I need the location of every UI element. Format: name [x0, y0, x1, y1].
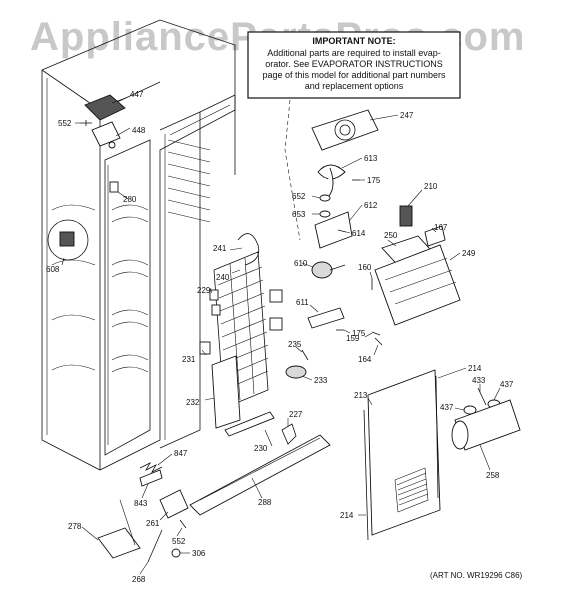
callout-230[interactable]: 230 — [254, 444, 268, 453]
callout-652[interactable]: 652 — [292, 192, 306, 201]
part-448-hinge[interactable] — [91, 121, 121, 149]
callout-214[interactable]: 214 — [340, 511, 354, 520]
part-652-grommet[interactable] — [319, 194, 331, 202]
callout-214[interactable]: 214 — [468, 364, 482, 373]
callout-437[interactable]: 437 — [440, 403, 454, 412]
callout-288[interactable]: 288 — [258, 498, 272, 507]
callout-258[interactable]: 258 — [486, 471, 500, 480]
callout-552[interactable]: 552 — [172, 537, 186, 546]
note-leader — [284, 99, 301, 241]
part-843-roller[interactable] — [139, 469, 163, 487]
note-line-3: page of this model for additional part n… — [262, 70, 446, 80]
part-610-motor[interactable] — [311, 261, 346, 279]
part-653-grommet[interactable] — [319, 210, 331, 218]
part-261-bracket[interactable] — [159, 489, 189, 519]
part-249-housing[interactable] — [374, 244, 461, 326]
callout-552[interactable]: 552 — [58, 119, 72, 128]
part-552-screw-top[interactable] — [80, 120, 92, 126]
part-306-nut[interactable] — [171, 548, 181, 558]
callout-249[interactable]: 249 — [462, 249, 476, 258]
part-288-trim[interactable] — [189, 434, 331, 516]
part-447-hinge-cover[interactable] — [84, 94, 126, 121]
callout-160[interactable]: 160 — [358, 263, 372, 272]
part-230-heater[interactable] — [224, 411, 275, 437]
callout-611[interactable]: 611 — [296, 298, 309, 307]
callout-247[interactable]: 247 — [400, 111, 414, 120]
note-title: IMPORTANT NOTE: — [312, 36, 395, 46]
part-268-leveler-rod[interactable] — [147, 529, 163, 563]
part-231-block[interactable] — [199, 341, 211, 355]
part-278-leveler-bracket[interactable] — [97, 499, 141, 559]
part-164-gasket[interactable] — [374, 337, 383, 346]
callout-235[interactable]: 235 — [288, 340, 302, 349]
cabinet-shelf-ribs — [51, 139, 211, 373]
callout-843[interactable]: 843 — [134, 499, 148, 508]
callout-229[interactable]: 229 — [197, 286, 211, 295]
callout-306[interactable]: 306 — [192, 549, 206, 558]
callout-448[interactable]: 448 — [132, 126, 146, 135]
part-232-drain-pan[interactable] — [211, 355, 241, 429]
callout-233[interactable]: 233 — [314, 376, 328, 385]
part-280-clip[interactable] — [109, 181, 119, 193]
part-847-spring[interactable] — [139, 462, 163, 473]
callout-278[interactable]: 278 — [68, 522, 82, 531]
callout-227[interactable]: 227 — [289, 410, 303, 419]
callout-241[interactable]: 241 — [213, 244, 227, 253]
part-611-bracket[interactable] — [307, 307, 345, 329]
callout-447[interactable]: 447 — [130, 90, 144, 99]
callout-232[interactable]: 232 — [186, 398, 200, 407]
part-552-screw-bottom[interactable] — [179, 519, 187, 529]
part-213-duct-panel[interactable] — [367, 369, 441, 536]
part-614-clip[interactable] — [337, 229, 347, 233]
art-number: (ART NO. WR19296 C86) — [430, 571, 523, 580]
callout-261[interactable]: 261 — [146, 519, 160, 528]
callout-437[interactable]: 437 — [500, 380, 514, 389]
callout-250[interactable]: 250 — [384, 231, 398, 240]
callout-608[interactable]: 608 — [46, 265, 60, 274]
callout-231[interactable]: 231 — [182, 355, 196, 364]
part-167-control[interactable] — [424, 225, 446, 247]
part-227-spring[interactable] — [281, 423, 297, 445]
callout-614[interactable]: 614 — [352, 229, 366, 238]
part-247-fan-cover[interactable] — [311, 109, 379, 151]
part-214-gasket-strip[interactable] — [363, 375, 439, 541]
important-note-box: IMPORTANT NOTE: Additional parts are req… — [247, 31, 461, 99]
part-258-light-shield[interactable] — [451, 399, 521, 451]
callout-164[interactable]: 164 — [358, 355, 372, 364]
part-608-switch-inset[interactable] — [47, 219, 89, 261]
callout-433[interactable]: 433 — [472, 376, 486, 385]
callout-159[interactable]: 159 — [346, 334, 360, 343]
callout-268[interactable]: 268 — [132, 575, 146, 584]
callout-613[interactable]: 613 — [364, 154, 378, 163]
callout-612[interactable]: 612 — [364, 201, 378, 210]
callout-210[interactable]: 210 — [424, 182, 438, 191]
callout-653[interactable]: 653 — [292, 210, 306, 219]
callout-240[interactable]: 240 — [216, 273, 230, 282]
callout-847[interactable]: 847 — [174, 449, 188, 458]
callout-280[interactable]: 280 — [123, 195, 137, 204]
part-613-fan-blade[interactable] — [317, 164, 346, 201]
part-210-thermistor[interactable] — [399, 205, 413, 227]
callout-leaders — [61, 96, 501, 575]
part-229-clip[interactable] — [209, 289, 221, 316]
insulation-blocks — [269, 289, 283, 331]
callout-167[interactable]: 167 — [434, 223, 448, 232]
note-line-2: orator. See EVAPORATOR INSTRUCTIONS — [265, 59, 443, 69]
part-233-fan-grille[interactable] — [285, 365, 307, 379]
part-159-screw[interactable] — [371, 331, 381, 336]
part-235-fitting[interactable] — [301, 349, 309, 361]
callout-175[interactable]: 175 — [367, 176, 381, 185]
callout-213[interactable]: 213 — [354, 391, 368, 400]
note-line-1: Additional parts are required to install… — [267, 48, 441, 58]
note-line-4: and replacement options — [305, 81, 404, 91]
part-433-socket[interactable] — [477, 387, 487, 406]
callout-labels: 447 552 448 280 608 241 240 229 231 232 … — [46, 90, 514, 584]
callout-175[interactable]: 175 — [352, 329, 366, 338]
callout-610[interactable]: 610 — [294, 259, 308, 268]
part-612-bracket[interactable] — [314, 211, 353, 249]
